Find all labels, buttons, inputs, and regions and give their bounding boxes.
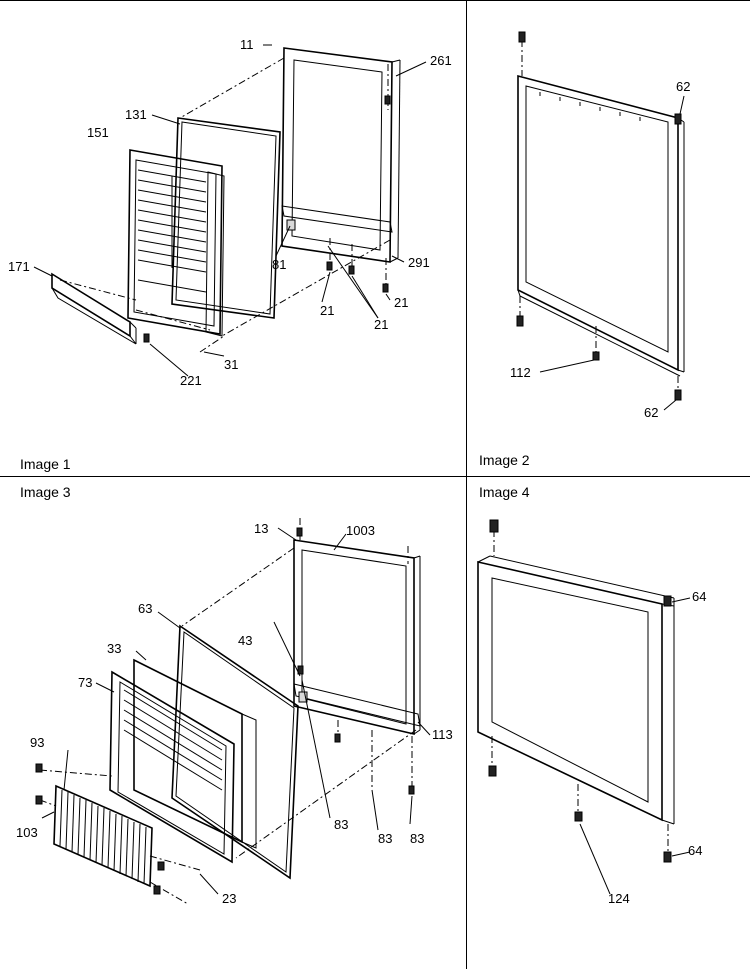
- callout-64-bottom: 64: [688, 843, 703, 858]
- liner-shelf-ribs: [137, 169, 207, 293]
- panel-label-image-3: Image 3: [20, 484, 71, 500]
- callout-11: 11: [240, 37, 254, 52]
- callout-63: 63: [138, 601, 153, 616]
- vertical-divider: [466, 0, 467, 969]
- callout-151: 151: [87, 125, 109, 140]
- callout-43: 43: [238, 633, 253, 648]
- callout-21-b: 21: [320, 303, 335, 318]
- callout-13: 13: [254, 521, 269, 536]
- callout-83-a: 83: [334, 817, 349, 832]
- panel3-door-liner-art: [35, 518, 431, 905]
- callout-83-b: 83: [378, 831, 393, 846]
- callout-1003: 1003: [346, 523, 375, 538]
- liner-ribs: [123, 689, 223, 791]
- callout-31: 31: [224, 357, 239, 372]
- callout-131: 131: [125, 107, 147, 122]
- callout-221: 221: [180, 373, 202, 388]
- callout-124: 124: [608, 891, 630, 906]
- callout-171: 171: [8, 259, 30, 274]
- callout-113: 113: [432, 727, 453, 742]
- callout-33: 33: [107, 641, 122, 656]
- callout-62-top: 62: [676, 79, 691, 94]
- callout-21-c: 21: [374, 317, 389, 332]
- callout-62-bottom: 62: [644, 405, 659, 420]
- frame-edge-studs: [539, 92, 641, 121]
- panel-label-image-2: Image 2: [479, 452, 530, 468]
- grille-slats: [59, 789, 147, 885]
- callout-83-c: 83: [410, 831, 425, 846]
- callout-64-top: 64: [692, 589, 707, 604]
- top-border: [0, 0, 750, 1]
- panel1-door-liner-art: [33, 44, 427, 377]
- callout-21-a: 21: [394, 295, 409, 310]
- callout-81: 81: [272, 257, 287, 272]
- callout-291: 291: [408, 255, 430, 270]
- callout-261: 261: [430, 53, 452, 68]
- panel-label-image-1: Image 1: [20, 456, 71, 472]
- callout-112: 112: [510, 365, 531, 380]
- callout-23: 23: [222, 891, 237, 906]
- horizontal-divider: [0, 476, 750, 477]
- panel2-door-frame-art: [516, 31, 685, 411]
- callout-93: 93: [30, 735, 45, 750]
- callout-103: 103: [16, 825, 38, 840]
- panel4-door-frame-art: [477, 519, 691, 895]
- panel-label-image-4: Image 4: [479, 484, 530, 500]
- callout-73: 73: [78, 675, 93, 690]
